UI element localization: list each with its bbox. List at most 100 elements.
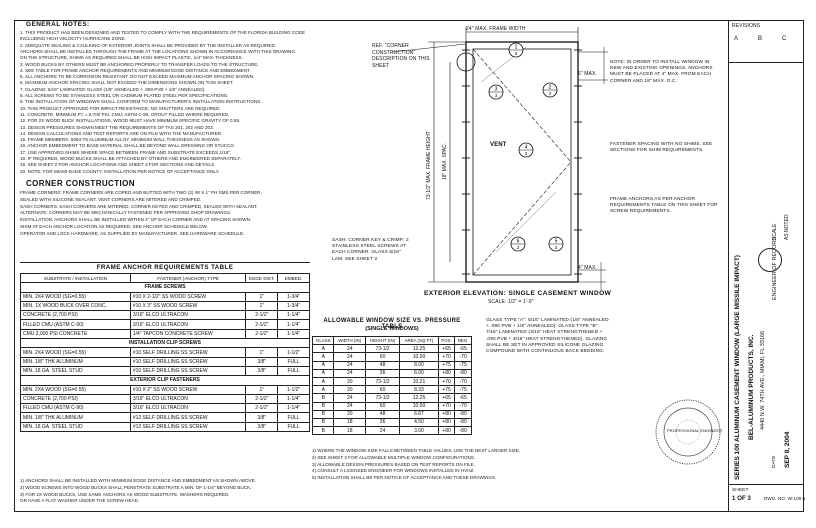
table-cell: 60 — [365, 401, 401, 411]
note-line: 4. SEE TABLE FOR FRAME ANCHOR REQUIREMEN… — [20, 67, 251, 73]
detail-mark: 6 — [517, 239, 520, 245]
table-cell: B — [311, 393, 335, 403]
table-cell: MIN. 18 GA. STEEL STUD — [20, 365, 131, 377]
pressure-note-line: 5) INSTALLATION SHALL BE PER NOTICE OF A… — [312, 475, 497, 481]
rev-mark-c: C — [782, 36, 787, 42]
table-cell: MIN. 2X4 WOOD (SG=0.55) — [20, 291, 131, 302]
table-cell: 3/16" ELCO ULTRACON — [129, 319, 247, 330]
note-line: INCLUDING HIGH VELOCITY HURRICANE ZONE. — [20, 36, 126, 42]
table-cell: FILLED CMU (ASTM C-90) — [20, 403, 131, 414]
table-cell: #10 SELF DRILLING SS SCREW — [129, 356, 247, 367]
anchor-table-section-name: EXTERIOR CLIP FASTENERS — [20, 375, 310, 386]
table-cell: A — [311, 352, 335, 362]
table-cell: 18 — [333, 417, 367, 428]
table-row: MIN. 2X4 WOOD (SG=0.55)#10 SELF DRILLING… — [20, 347, 310, 358]
table-cell: 24 — [333, 344, 367, 354]
anchor-table-header-cell: SUBSTRATE / INSTALLATION — [20, 272, 131, 284]
note-line: 5. ALL ANCHORS TO BE CORROSION RESISTANT… — [20, 74, 255, 80]
table-cell: 8.33 — [399, 385, 439, 395]
sash-note: SASH: CORNER KEY & CRIMP; 2 STAINLESS ST… — [332, 238, 409, 262]
corner-construction-body: FRAME CORNERS: FRAME CORNERS ARE COPED A… — [20, 190, 354, 242]
note-line: 2. ADEQUATE SEALING & CAULKING OF EXTERI… — [20, 42, 277, 48]
table-cell: 1-1/4" — [277, 403, 310, 414]
pressure-table-title: ALLOWABLE WINDOW SIZE VS. PRESSURE TABLE — [323, 318, 461, 330]
table-row: MIN. 18 GA. STEEL STUD#10 SELF DRILLING … — [20, 365, 310, 377]
table-cell: 2-1/2" — [245, 393, 279, 405]
table-cell: +75 — [437, 360, 456, 370]
table-cell: 1-3/4" — [277, 291, 310, 302]
table-cell: -80 — [454, 368, 472, 378]
table-cell: 20 — [333, 385, 367, 395]
table-cell: 1-1/4" — [277, 319, 310, 330]
table-cell: MIN. 1/8" THK ALUMINUM — [20, 412, 131, 423]
table-cell: #12 SELF DRILLING SS SCREW — [129, 421, 247, 433]
table-cell: 48 — [365, 360, 401, 370]
table-row: MIN. 18 GA. STEEL STUD#12 SELF DRILLING … — [20, 421, 310, 433]
note-line: 7. GLAZING: 5/16" LAMINATED GLASS (1/8" … — [20, 86, 206, 92]
pressure-table-header-cell: WIDTH (IN) — [333, 335, 367, 346]
table-cell: #10 X 2-1/2" SS WOOD SCREW — [129, 291, 247, 302]
general-notes-heading: GENERAL NOTES: — [26, 21, 90, 28]
table-cell: 8.00 — [399, 360, 439, 370]
detail-mark: 5 — [555, 239, 558, 245]
table-cell: 12.25 — [399, 344, 439, 354]
detail-mark: 4 — [525, 145, 528, 151]
note-line: SEALED WITH SILICONE SEALANT. VENT CORNE… — [20, 196, 202, 202]
table-cell: B — [311, 401, 335, 411]
revisions-label: REVISIONS — [732, 23, 761, 29]
anchor-marks — [462, 49, 582, 275]
table-cell: 3/16" ELCO ULTRACON — [129, 393, 247, 405]
table-cell: 2-1/2" — [245, 310, 279, 321]
table-cell: 10.21 — [399, 376, 439, 387]
note-line: 14. DESIGN CALCULATIONS AND TEST REPORTS… — [20, 130, 223, 136]
seal-text: PROFESSIONAL ENGINEER — [667, 428, 723, 433]
table-cell: 3/8" — [245, 356, 279, 367]
drawing-number: DWG. NO. W-100-1 — [764, 496, 806, 501]
note-line: 9. THE INSTALLATION OF WINDOWS SHALL CON… — [20, 99, 262, 105]
table-cell: 36 — [365, 417, 401, 428]
table-cell: 48 — [365, 409, 401, 419]
scale-label: SCALE — [772, 223, 778, 240]
table-cell: 3/8" — [245, 421, 279, 433]
pressure-table-header-cell: NEG. — [454, 335, 472, 346]
note-line: SASH CORNERS: SASH CORNERS ARE MITERED, … — [20, 203, 258, 209]
table-cell: 73-1/2 — [365, 344, 401, 354]
footnote-line: 3) FOR 2X WOOD BUCKS, USE SAME ANCHORS A… — [20, 491, 230, 497]
table-cell: +70 — [437, 401, 456, 411]
note-line: 12. FOR 2X WOOD BUCK INSTALLATIONS, WOOD… — [20, 118, 241, 124]
table-cell: FILLED CMU (ASTM C-90) — [20, 319, 131, 330]
table-cell: 2-1/2" — [245, 319, 279, 330]
table-cell: 1-1/2" — [277, 384, 310, 395]
rev-mark-b: B — [758, 36, 763, 42]
table-cell: A — [311, 368, 335, 378]
general-notes-body: 1. THIS PRODUCT HAS BEEN DESIGNED AND TE… — [20, 30, 354, 178]
sheet-number-block: SHEET 1 OF 3 DWG. NO. W-100-1 — [728, 484, 806, 513]
note-line: 20. NOTE: FOR MIAMI-DADE COUNTY, INSTALL… — [20, 168, 220, 174]
table-cell: #12 SELF DRILLING SS SCREW — [129, 412, 247, 423]
note-line: 15. FRAME MEMBERS: 6063-T5 ALUMINUM ALLO… — [20, 137, 221, 143]
sheet-value: 1 OF 3 — [732, 496, 751, 502]
table-cell: 2-1/2" — [245, 403, 279, 414]
pressure-note-line: 1) WHERE THE WINDOW SIZE FALLS BETWEEN T… — [312, 448, 521, 453]
table-row: FILLED CMU (ASTM C-90)3/16" ELCO ULTRACO… — [20, 403, 310, 414]
table-cell: A — [311, 376, 335, 387]
table-cell: -75 — [454, 385, 472, 395]
table-cell: -80 — [454, 426, 472, 436]
note-line: SHIM AT EACH ANCHOR LOCATION AS REQUIRED… — [20, 224, 208, 229]
table-cell: 1-1/4" — [277, 310, 310, 321]
table-cell: +70 — [437, 376, 456, 387]
table-row: MIN. 2X4 WOOD (SG=0.55)#10 X 2" SS WOOD … — [20, 384, 310, 395]
note-line: 16. ANCHOR EMBEDMENT TO BASE MATERIAL SH… — [20, 143, 236, 149]
pressure-table-subtitle: (SINGLE WINDOWS) — [365, 326, 419, 332]
